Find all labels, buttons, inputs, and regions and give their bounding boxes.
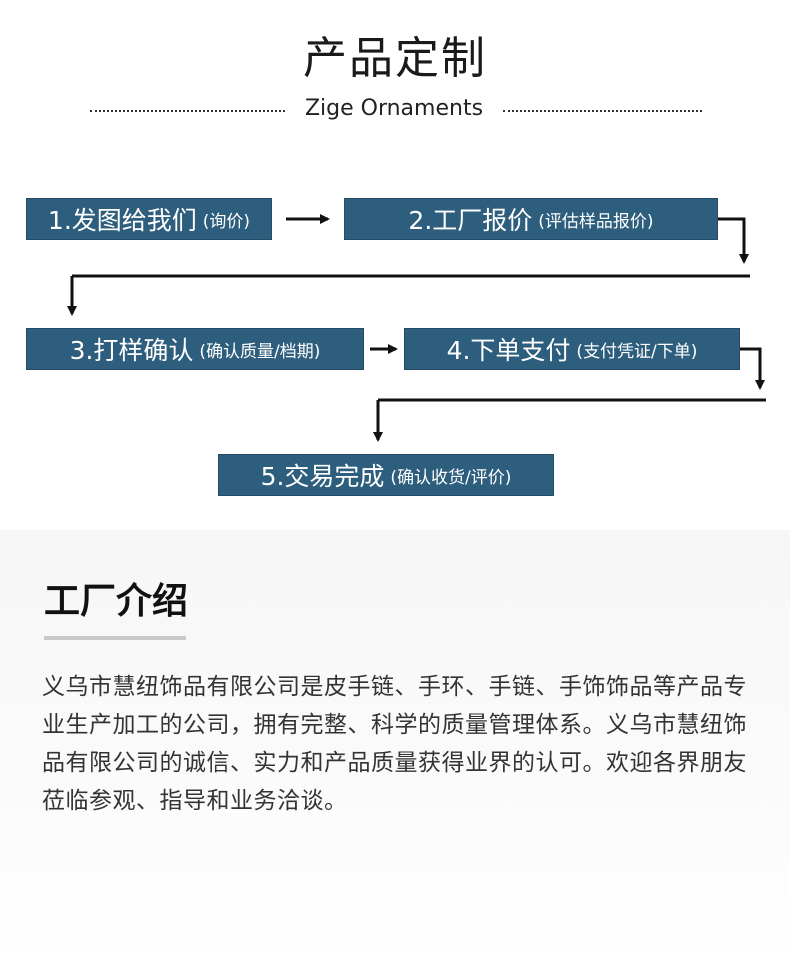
factory-panel (0, 530, 790, 966)
step-note: 支付凭证/下单 (576, 337, 697, 362)
step-send-design: 1.发图给我们 询价 (26, 198, 272, 240)
arrow-step4-step5 (740, 347, 765, 390)
step-note: 评估样品报价 (538, 207, 653, 232)
step-note: 确认收货/评价 (390, 463, 511, 488)
arrow-step2-step3 (718, 217, 749, 264)
dotted-divider-right (503, 110, 702, 112)
flow-arrows (67, 214, 766, 442)
step-label: 3.打样确认 (69, 336, 194, 365)
process-panel (0, 0, 790, 530)
step-label: 5.交易完成 (260, 462, 385, 491)
factory-heading: 工厂介绍 (44, 581, 189, 622)
subtitle-row: Zige Ornaments (90, 96, 702, 126)
brand-subtitle: Zige Ornaments (304, 96, 484, 121)
step-sample-confirm: 3.打样确认 确认质量/档期 (26, 328, 364, 370)
step-label: 4.下单支付 (446, 336, 571, 365)
dotted-divider-left (90, 110, 285, 112)
factory-description: 义乌市慧纽饰品有限公司是皮手链、手环、手链、手饰饰品等产品专业生产加工的公司，拥… (42, 674, 747, 814)
step-note: 询价 (203, 207, 250, 232)
step-note: 确认质量/档期 (199, 337, 320, 362)
step-label: 1.发图给我们 (47, 206, 197, 235)
step-order-payment: 4.下单支付 支付凭证/下单 (404, 328, 740, 370)
step-factory-quote: 2.工厂报价 评估样品报价 (344, 198, 718, 240)
step-deal-complete: 5.交易完成 确认收货/评价 (218, 454, 554, 496)
step-label: 2.工厂报价 (408, 206, 533, 235)
page-title: 产品定制 (303, 33, 487, 84)
heading-underline (44, 636, 186, 640)
